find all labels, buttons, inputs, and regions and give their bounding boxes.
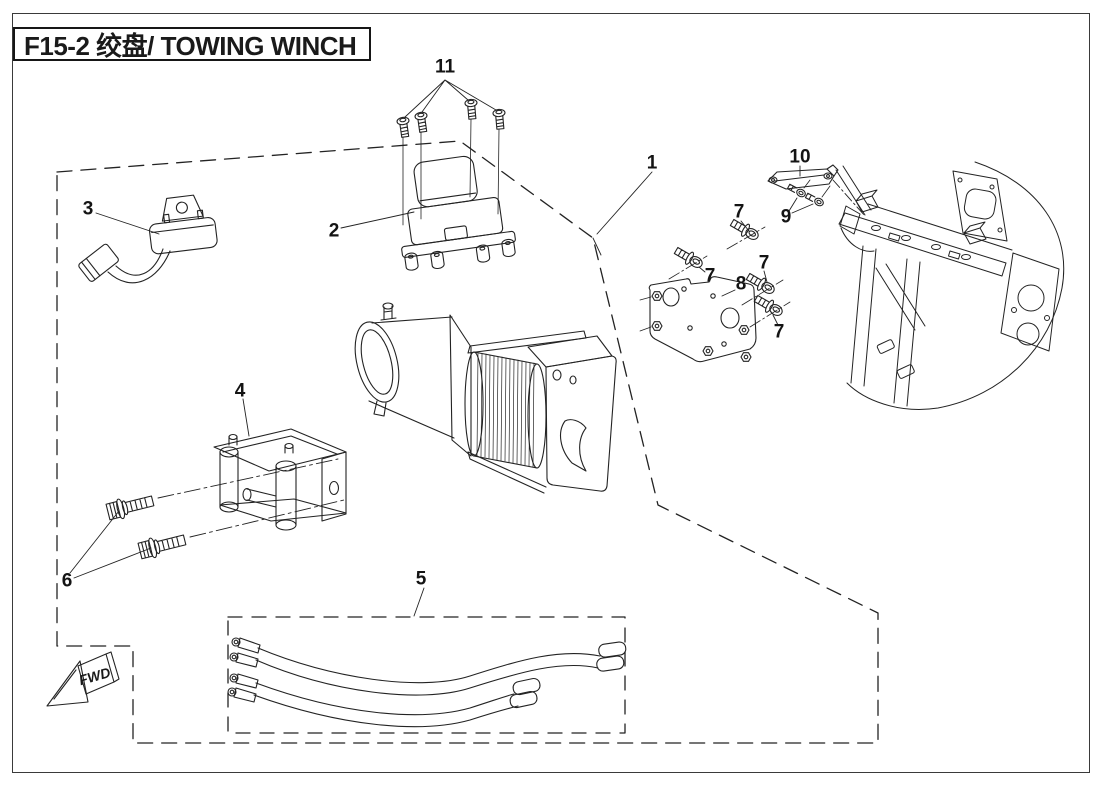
flange-bolt-icon: [105, 490, 156, 523]
callout-3: 3: [82, 198, 94, 220]
contactor-feet: [404, 239, 516, 273]
hex-nut-icon: [651, 291, 663, 301]
drum-flange-left: [465, 352, 483, 456]
part4-bracket: [214, 429, 346, 530]
clutch-lever: [561, 420, 586, 471]
winch-assembly: [348, 303, 616, 493]
part11-screws: [396, 98, 507, 225]
cable1-right-boots: [596, 641, 627, 672]
cable1-left-lugs: [230, 638, 260, 667]
callout-11: 11: [434, 56, 456, 78]
hex-nut-icon: [702, 346, 714, 356]
frame-legs: [851, 246, 920, 406]
callout-2: 2: [328, 220, 340, 242]
frame-crop-arc: [847, 162, 1064, 409]
hex-nut-icon: [738, 325, 750, 335]
fwd-arrow-icon: [47, 661, 88, 706]
dashed-boundary: [57, 141, 878, 743]
part3-switch: [78, 193, 218, 283]
part10-bracket: [768, 165, 865, 216]
motor-terminal: [381, 303, 396, 320]
callout-7a: 7: [733, 201, 745, 223]
motor-bracket: [450, 315, 471, 456]
drum-cable-wraps: [477, 353, 534, 467]
callout-9: 9: [780, 206, 792, 228]
page-border: [12, 13, 1090, 773]
callout-5: 5: [415, 568, 427, 590]
gear-housing-top: [528, 336, 612, 367]
callout-4: 4: [234, 380, 246, 402]
screw-icon: [492, 108, 507, 131]
part8-mount-plate: [640, 277, 756, 362]
flange-bolt-icon: [137, 529, 188, 562]
part2-contactor: [390, 151, 518, 273]
title-box: F15-2 绞盘/ TOWING WINCH: [13, 27, 371, 61]
callout-7c: 7: [758, 252, 770, 274]
frame-right-plate: [1001, 253, 1059, 351]
switch-cable: [108, 249, 170, 283]
frame-section: [836, 162, 1064, 409]
part7-bolts: [669, 216, 790, 327]
frame-cross-bar: [839, 213, 1006, 276]
cable2-right-boots: [509, 677, 541, 708]
frame-upper-bracket: [953, 171, 1007, 241]
part6-bolts: [105, 459, 344, 562]
part5-dashed-box: [228, 617, 625, 733]
fwd-indicator: FWD: [47, 652, 119, 706]
drum-flange-right: [528, 364, 546, 468]
part5-cables: [228, 638, 627, 727]
callout-6: 6: [61, 570, 73, 592]
small-screw-icon: [804, 191, 826, 208]
callout-7d: 7: [773, 321, 785, 343]
callout-10: 10: [789, 146, 811, 168]
callout-7b: 7: [704, 265, 716, 287]
small-screw-icon: [786, 182, 808, 199]
screw-icon: [464, 98, 479, 121]
top-tie-bar: [468, 331, 586, 353]
bottom-rail: [468, 452, 546, 493]
callout-leader-lines: [70, 80, 813, 616]
callout-1: 1: [646, 152, 658, 174]
screw-icon: [414, 111, 430, 134]
hex-nut-icon: [651, 321, 663, 331]
page-title: F15-2 绞盘/ TOWING WINCH: [24, 30, 357, 61]
hex-nut-icon: [740, 352, 752, 362]
callout-8: 8: [735, 273, 747, 295]
switch-connector: [78, 243, 120, 283]
cable2-left-lugs: [228, 674, 258, 702]
motor-end-cap: [348, 317, 407, 406]
bracket-top-bolts: [229, 435, 293, 454]
gear-housing-front: [546, 356, 616, 491]
screw-icon: [396, 116, 412, 139]
